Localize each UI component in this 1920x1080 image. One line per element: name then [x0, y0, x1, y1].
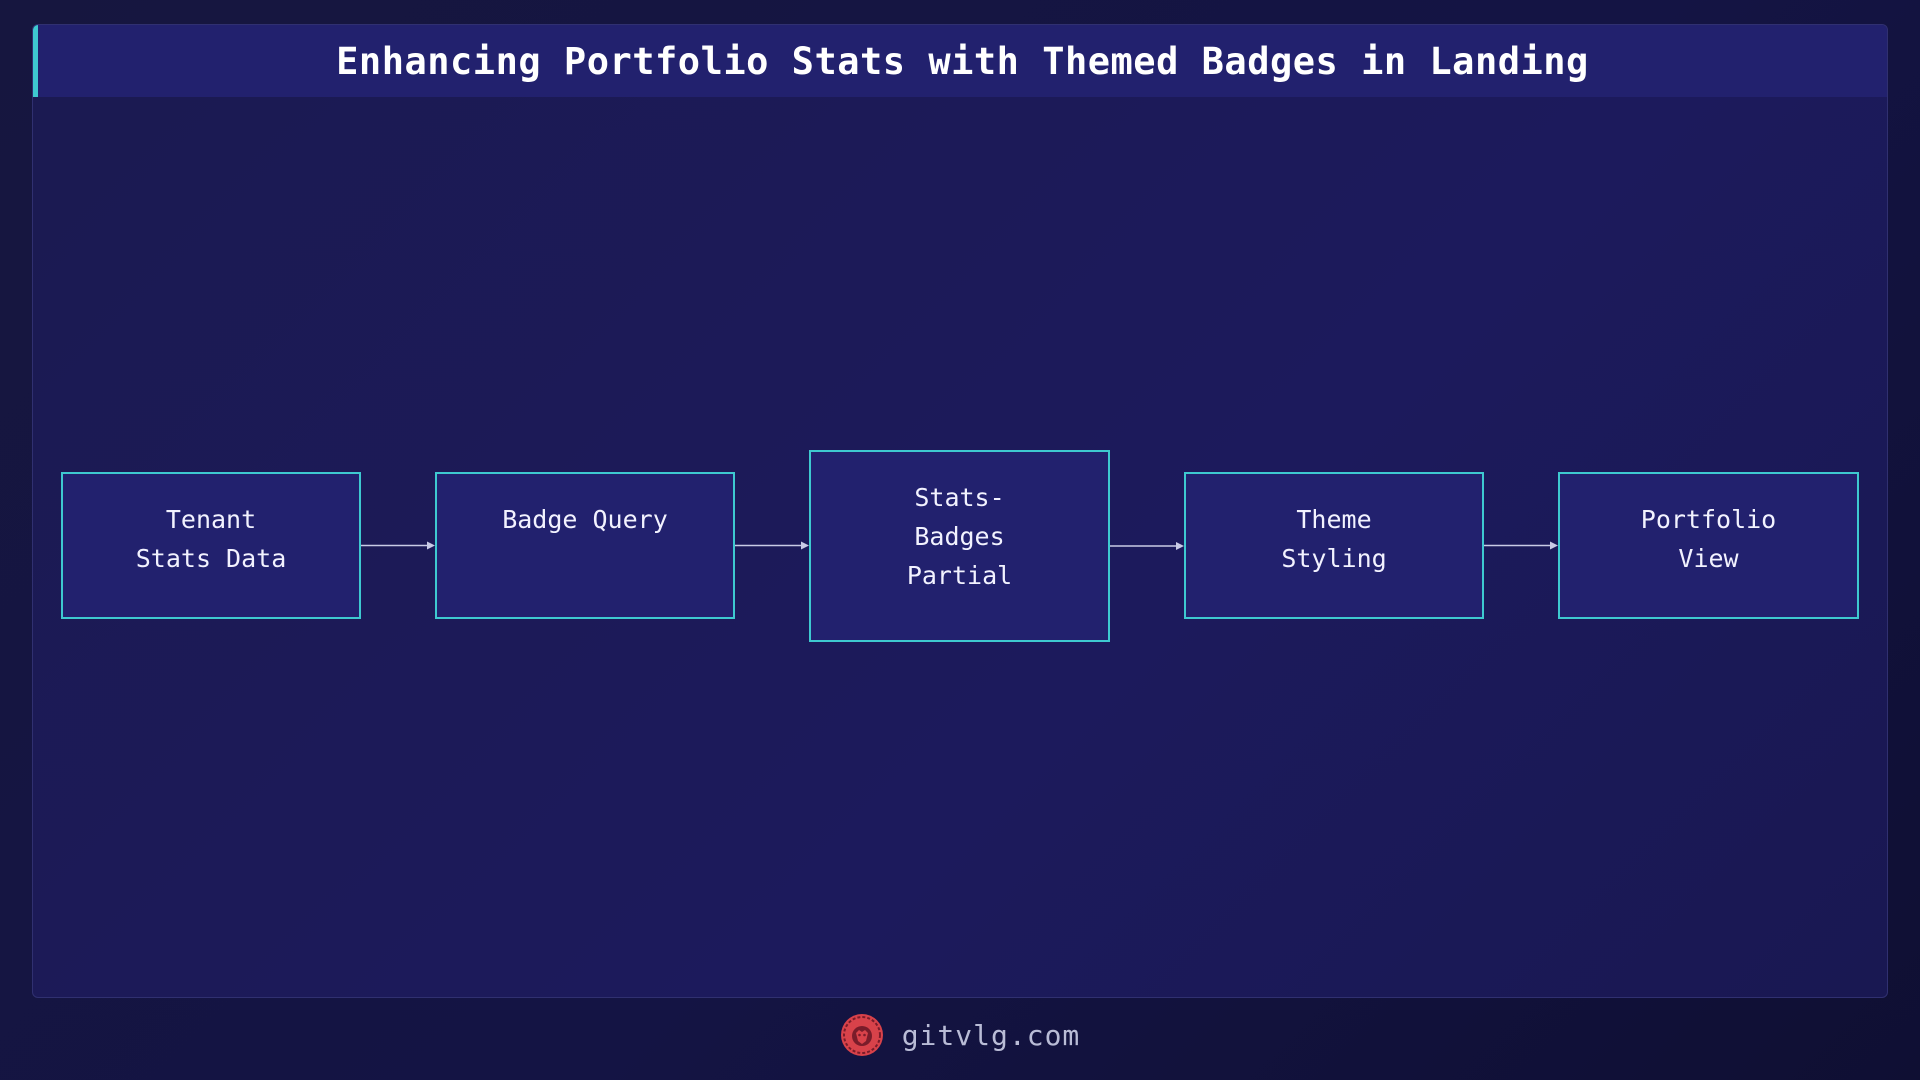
edge-arrowhead	[427, 541, 435, 550]
node-badge-query: Badge Query	[435, 472, 735, 619]
node-label-line: Badges	[914, 522, 1005, 551]
node-tenant-stats-data: Tenant Stats Data	[61, 472, 361, 619]
node-portfolio-view: Portfolio View	[1558, 472, 1859, 619]
footer: gitvlg.com	[0, 1010, 1920, 1060]
edge-arrowhead	[1176, 542, 1184, 550]
node-label-line: Stats-	[914, 483, 1005, 512]
node-label-line: Styling	[1281, 544, 1387, 573]
node-label-line: View	[1678, 544, 1739, 573]
node-label-line: Partial	[906, 561, 1013, 590]
edge-arrowhead	[1550, 541, 1558, 550]
node-label-line: Stats Data	[135, 544, 287, 573]
diagram-title: Enhancing Portfolio Stats with Themed Ba…	[336, 39, 1589, 83]
footer-site-link[interactable]: gitvlg.com	[901, 1018, 1081, 1052]
node-label-line: Portfolio	[1640, 505, 1777, 534]
lion-logo-icon	[840, 1014, 883, 1056]
node-label-line: Theme	[1296, 505, 1372, 534]
edge-arrowhead	[801, 541, 809, 550]
node-label-line: Badge Query	[502, 505, 668, 534]
node-theme-styling: Theme Styling	[1184, 472, 1484, 619]
node-stats-badges-partial: Stats- Badges Partial	[809, 450, 1110, 642]
title-bar: Enhancing Portfolio Stats with Themed Ba…	[33, 25, 1887, 97]
node-label-line: Tenant	[165, 505, 257, 534]
